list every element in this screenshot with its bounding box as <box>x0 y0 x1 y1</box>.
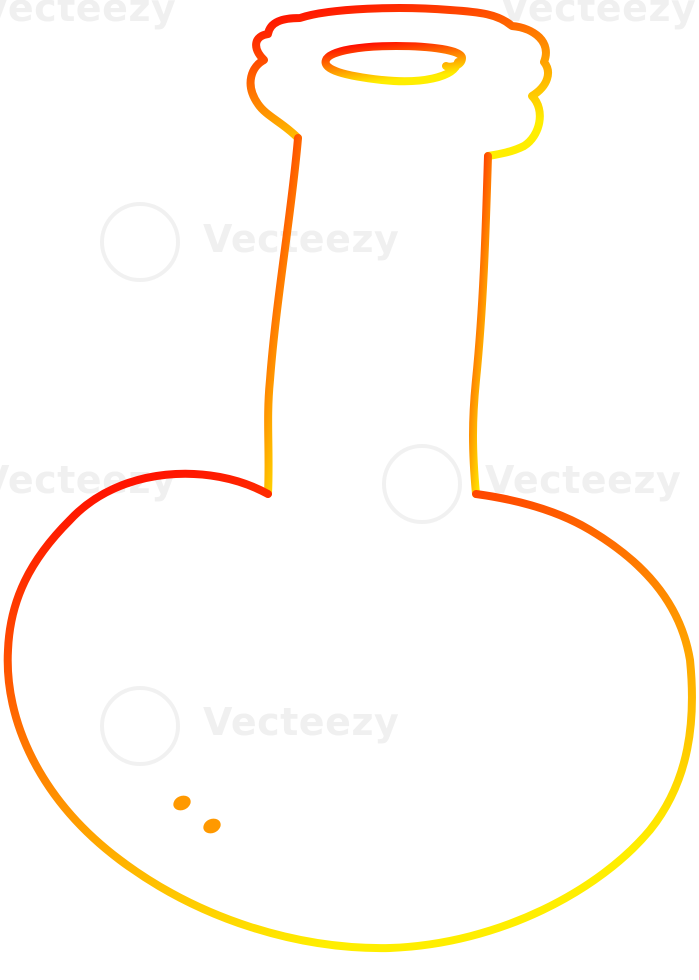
bottle-outline <box>3 4 696 953</box>
bottle-neck-right <box>469 152 492 498</box>
bottle-neck-left <box>264 134 302 498</box>
bottle-highlight-dots <box>173 795 221 834</box>
bottle-cap <box>246 4 552 160</box>
highlight-dot <box>203 818 221 834</box>
bottle-cap-rim <box>321 42 466 86</box>
bottle-body <box>3 469 696 953</box>
highlight-dot <box>173 795 191 811</box>
